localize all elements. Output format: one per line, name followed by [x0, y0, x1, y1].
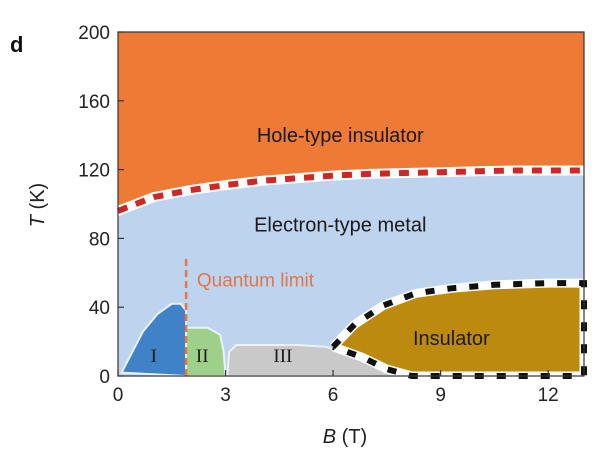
y-tick-label: 80: [89, 229, 110, 250]
y-axis: 0 40 80 120 160 200: [78, 23, 124, 388]
x-axis-label: B (T): [323, 426, 367, 448]
y-tick-label: 40: [89, 298, 110, 319]
insulator-label: Insulator: [413, 328, 490, 350]
plot-area: [113, 31, 589, 381]
y-tick-label: 160: [78, 92, 110, 113]
y-tick-label: 200: [78, 23, 110, 44]
x-tick-label: 0: [113, 385, 124, 406]
quantum-limit-label: Quantum limit: [197, 271, 315, 292]
x-axis: 0 3 6 9 12: [113, 370, 559, 406]
y-axis-label: T (K): [27, 183, 49, 227]
y-tick-label: 0: [99, 367, 110, 388]
phase-II-label: II: [196, 346, 209, 367]
hole-insulator-label: Hole-type insulator: [257, 125, 424, 147]
phase-III-label: III: [273, 346, 292, 367]
y-tick-label: 120: [78, 161, 110, 182]
x-tick-label: 12: [538, 385, 559, 406]
hole-boundary-line: [116, 167, 584, 214]
phase-I-label: I: [151, 346, 157, 367]
electron-metal-label: Electron-type metal: [254, 215, 426, 237]
panel-label: d: [10, 32, 23, 57]
plot-frame: [117, 31, 585, 377]
x-tick-label: 3: [220, 385, 231, 406]
x-tick-label: 6: [328, 385, 339, 406]
insulator-boundary-outline: [329, 278, 589, 381]
x-tick-label: 9: [435, 385, 446, 406]
